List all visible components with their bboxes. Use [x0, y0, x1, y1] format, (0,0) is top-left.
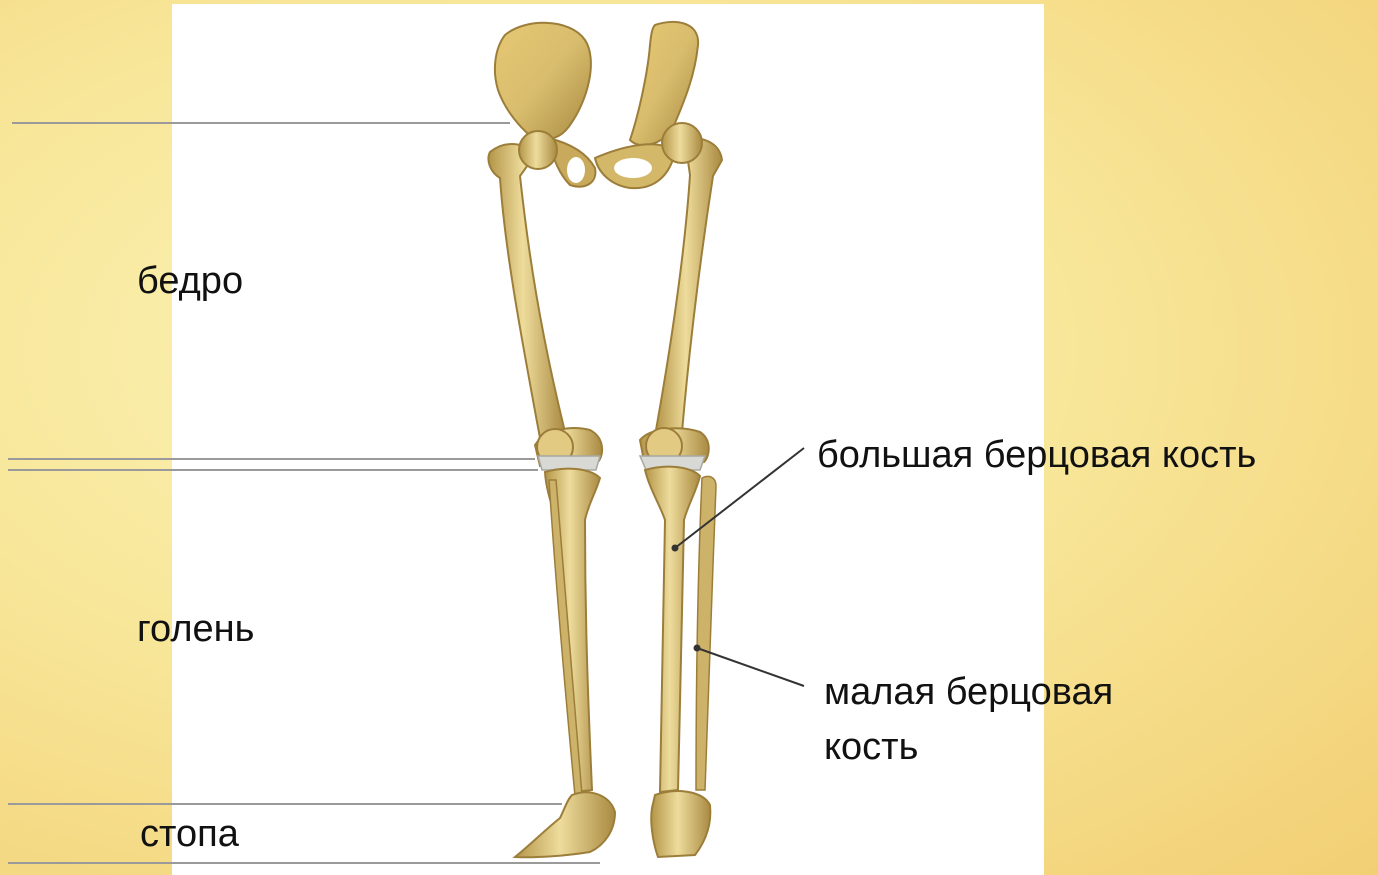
label-foot: стопа	[140, 810, 239, 858]
label-fibula-line2: кость	[824, 723, 918, 771]
label-fibula-line1: малая берцовая	[824, 668, 1113, 716]
right-foot	[651, 791, 710, 857]
label-shin: голень	[137, 605, 254, 653]
label-thigh: бедро	[137, 257, 243, 305]
left-knee	[535, 428, 602, 470]
label-tibia: большая берцовая кость	[817, 431, 1256, 479]
right-knee	[640, 428, 709, 470]
